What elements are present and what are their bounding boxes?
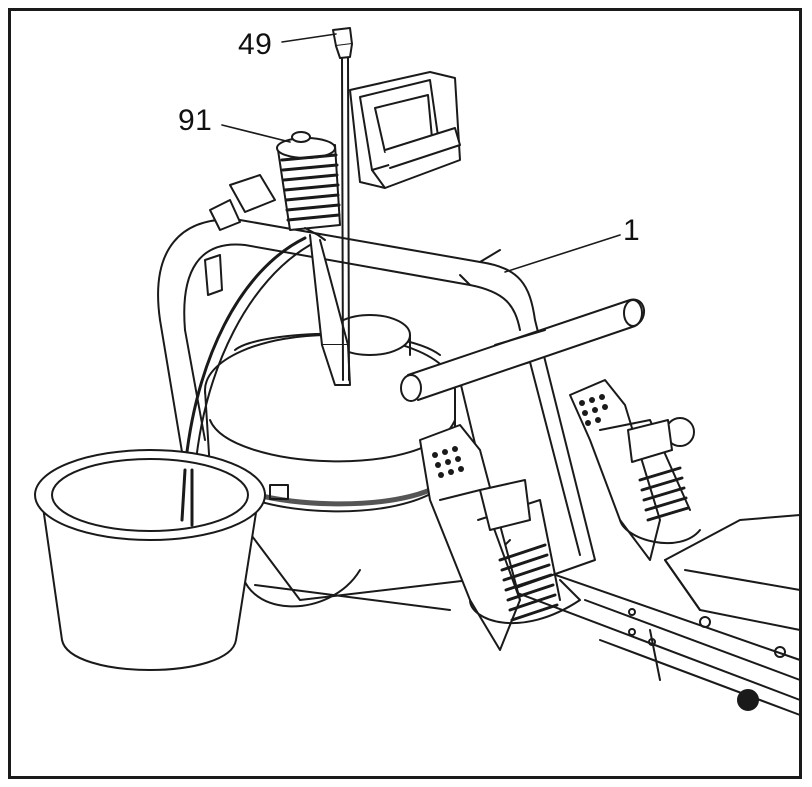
drain-tube: [180, 236, 311, 522]
callout-1: 1: [623, 214, 641, 247]
plug-part-49: [332, 27, 353, 381]
rowing-handle: [400, 298, 645, 402]
footrest-icon: [419, 424, 581, 651]
seat-block: [664, 514, 801, 631]
callout-91: 91: [178, 104, 213, 137]
monitor-icon: [349, 71, 461, 189]
rear-bracket: [204, 174, 276, 296]
footrest-right: [569, 379, 701, 561]
bucket-icon: [34, 449, 266, 671]
callout-49: 49: [238, 28, 273, 61]
callout-leaders: [221, 33, 621, 273]
